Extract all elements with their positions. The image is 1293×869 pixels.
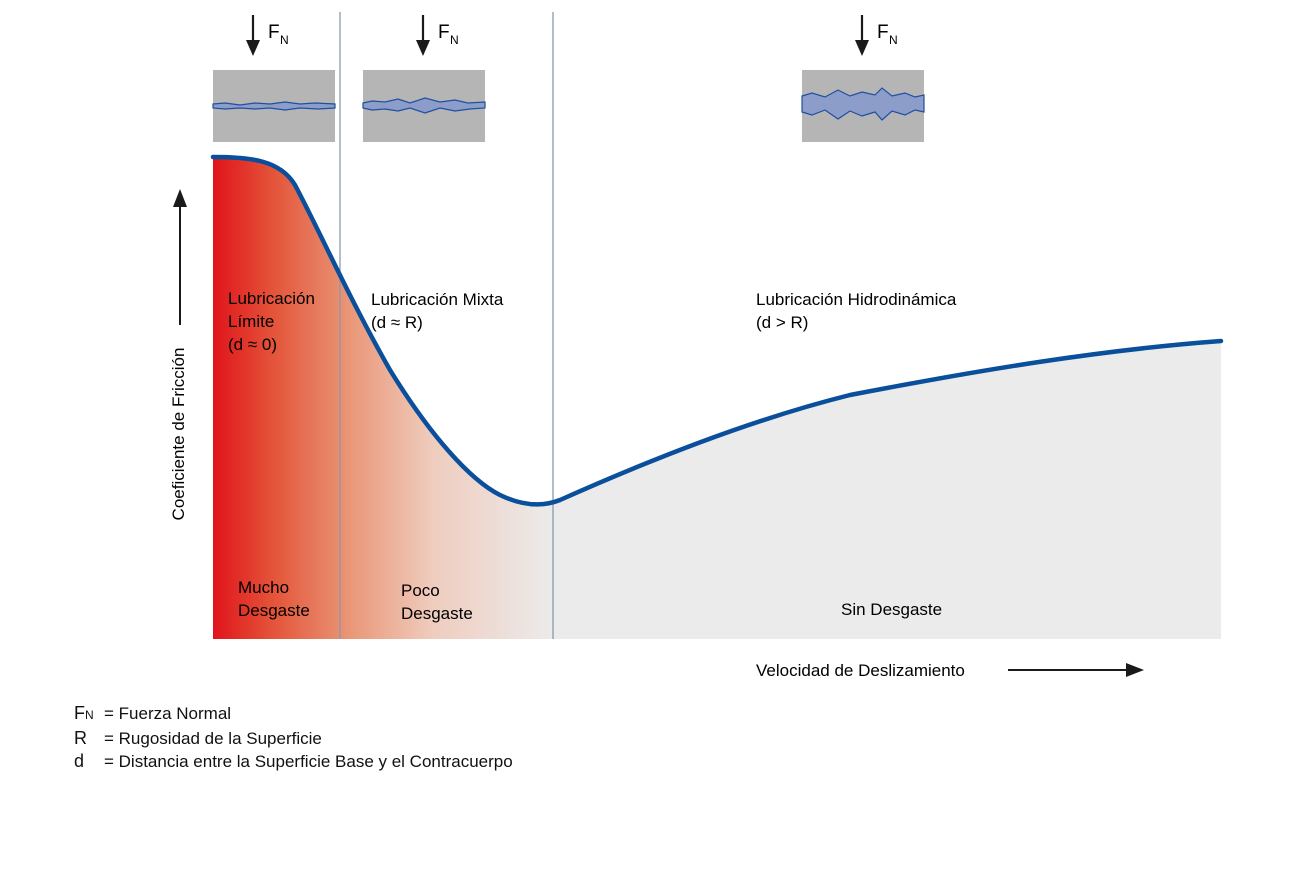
force-arrow-1: F N	[246, 15, 289, 56]
regime-boundary-condition: (d ≈ 0)	[228, 335, 277, 354]
regime-hydrodynamic-condition: (d > R)	[756, 313, 808, 332]
x-axis-label: Velocidad de Deslizamiento	[756, 661, 965, 680]
surface-contact-hydrodynamic	[801, 70, 925, 142]
friction-curve	[210, 154, 1224, 507]
force-label: F	[438, 22, 450, 43]
legend-symbol: FN	[74, 703, 94, 723]
wear-boundary-line2: Desgaste	[238, 601, 310, 620]
legend: FN = Fuerza Normal R = Rugosidad de la S…	[74, 702, 513, 773]
regime-boundary-name-line1: Lubricación	[228, 289, 315, 308]
force-label-subscript: N	[450, 33, 459, 47]
legend-symbol: R	[74, 728, 87, 748]
legend-text: = Distancia entre la Superficie Base y e…	[104, 752, 513, 771]
force-arrow-2: F N	[416, 15, 459, 56]
legend-symbol: d	[74, 751, 85, 771]
wear-hydrodynamic: Sin Desgaste	[841, 600, 942, 619]
legend-text: = Fuerza Normal	[104, 704, 232, 723]
wear-area	[213, 157, 1221, 639]
force-arrow-3: F N	[855, 15, 898, 56]
wear-mixed-line1: Poco	[401, 581, 440, 600]
x-axis: Velocidad de Deslizamiento	[756, 661, 1144, 680]
force-label-subscript: N	[280, 33, 289, 47]
force-label: F	[877, 22, 889, 43]
surface-contact-mixed	[362, 70, 486, 142]
wear-mixed-line2: Desgaste	[401, 604, 473, 623]
y-axis: Coeficiente de Fricción	[169, 189, 188, 520]
legend-text: = Rugosidad de la Superficie	[104, 729, 322, 748]
regime-mixed-name: Lubricación Mixta	[371, 290, 504, 309]
regime-hydrodynamic-name: Lubricación Hidrodinámica	[756, 290, 957, 309]
up-arrow-icon	[173, 189, 187, 207]
wear-boundary-line1: Mucho	[238, 578, 289, 597]
legend-row-force: FN = Fuerza Normal	[74, 702, 513, 727]
force-label-subscript: N	[889, 33, 898, 47]
regime-boundary-name-line2: Límite	[228, 312, 274, 331]
y-axis-label: Coeficiente de Fricción	[169, 348, 188, 521]
legend-row-distance: d = Distancia entre la Superficie Base y…	[74, 750, 513, 773]
right-arrow-icon	[1126, 663, 1144, 677]
legend-row-roughness: R = Rugosidad de la Superficie	[74, 727, 513, 750]
force-label: F	[268, 22, 280, 43]
surface-contact-boundary	[212, 70, 336, 142]
regime-mixed-condition: (d ≈ R)	[371, 313, 423, 332]
